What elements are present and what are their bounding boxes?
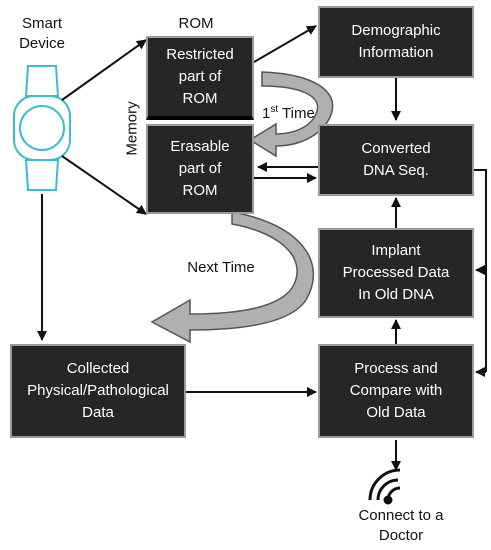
signal-icon	[368, 468, 401, 505]
connector-converted-right	[474, 169, 487, 372]
restricted-rom-box: Restricted part of ROM	[146, 36, 254, 120]
process-compare-text: Process and Compare with Old Data	[349, 360, 443, 421]
converted-dna-box: Converted DNA Seq.	[318, 124, 474, 196]
rom-label: ROM	[178, 15, 214, 32]
memory-label: Memory	[123, 101, 141, 156]
restricted-rom-text: Restricted part of ROM	[166, 46, 234, 107]
connect-doctor-label: Connect to a Doctor	[358, 507, 444, 544]
demographic-info-text: Demographic Information	[351, 22, 441, 61]
erasable-rom-text: Erasable part of ROM	[170, 138, 230, 199]
smart-device-label: Smart Device	[19, 15, 65, 52]
collected-data-box: Collected Physical/Pathological Data	[10, 344, 186, 438]
demographic-info-box: Demographic Information	[318, 6, 474, 78]
process-compare-box: Process and Compare with Old Data	[318, 344, 474, 438]
implant-data-text: Implant Processed Data In Old DNA	[342, 242, 450, 303]
first-time-label: 1st Time	[262, 100, 332, 124]
first-time-word: Time	[278, 105, 315, 122]
next-time-curved-arrow	[150, 211, 315, 344]
first-time-curved-arrow	[248, 71, 334, 158]
collected-data-text: Collected Physical/Pathological Data	[27, 360, 169, 421]
implant-data-box: Implant Processed Data In Old DNA	[318, 228, 474, 318]
erasable-rom-box: Erasable part of ROM	[146, 124, 254, 214]
smartwatch-icon	[13, 65, 71, 191]
first-time-superscript: st	[270, 104, 279, 115]
first-time-number: 1	[262, 105, 271, 122]
next-time-label: Next Time	[187, 259, 255, 276]
arrow-restricted-to-demographic	[253, 25, 317, 63]
arrow-device-to-erasable	[61, 155, 147, 215]
converted-dna-text: Converted DNA Seq.	[361, 140, 431, 179]
arrow-device-to-restricted	[61, 39, 147, 101]
